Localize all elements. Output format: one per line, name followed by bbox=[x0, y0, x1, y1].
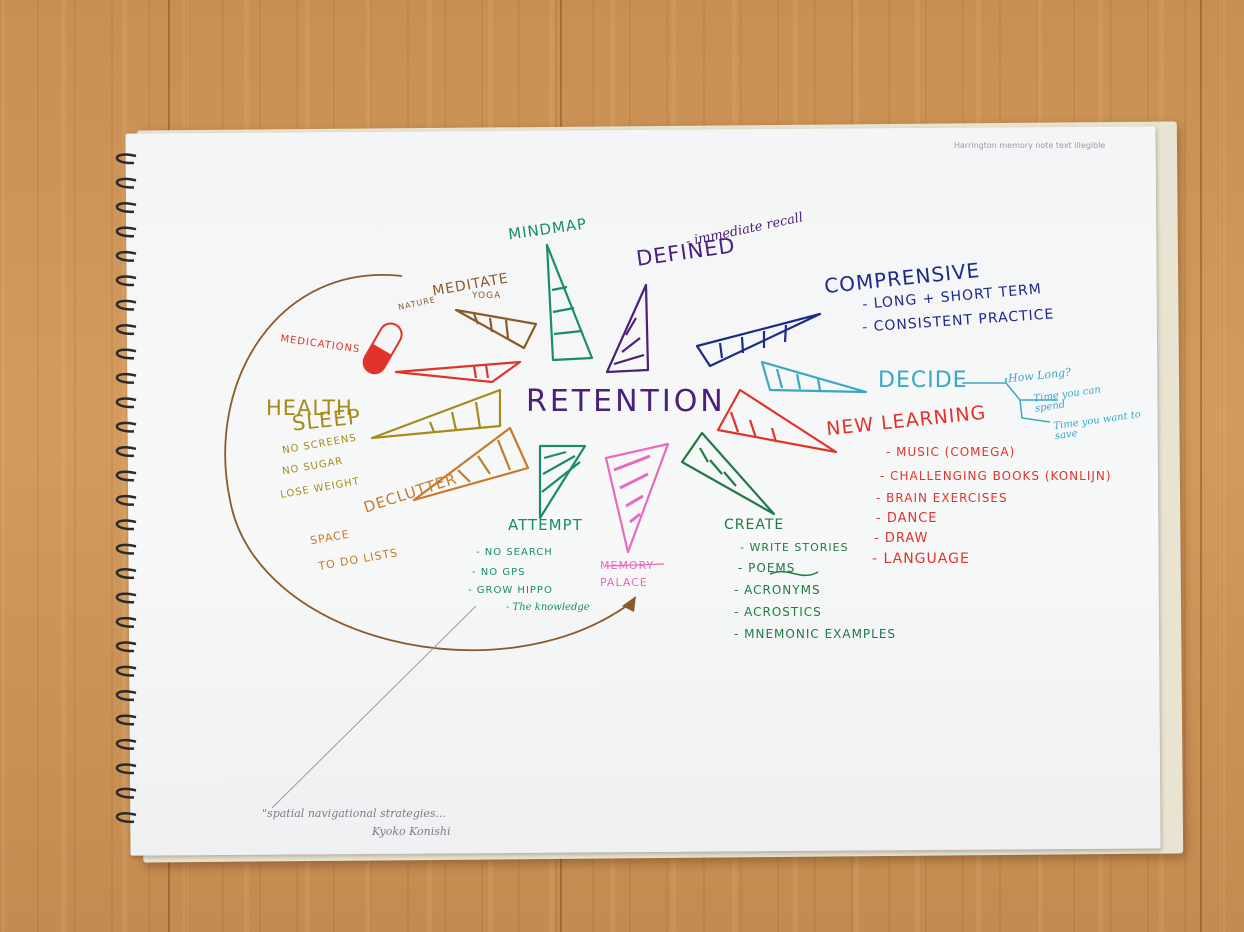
pencil-note-line2: Kyoko Konishi bbox=[372, 825, 451, 838]
spiral-ring bbox=[115, 665, 137, 677]
memory-palace-underline bbox=[605, 563, 665, 567]
attempt-wedge bbox=[538, 444, 587, 520]
mindmap-wedge-hatch bbox=[551, 285, 583, 336]
spiral-ring bbox=[115, 568, 137, 580]
meditate-sub-yoga: YOGA bbox=[472, 291, 502, 301]
create-item: - WRITE STORIES bbox=[740, 541, 849, 554]
create-wedge bbox=[680, 431, 776, 516]
spiral-ring bbox=[115, 250, 137, 262]
mindmap-wedge bbox=[545, 243, 594, 362]
health-wedge-hatch bbox=[428, 401, 482, 433]
spiral-ring bbox=[115, 519, 137, 531]
spiral-binding bbox=[115, 153, 137, 824]
attempt-item: - GROW HIPPO bbox=[468, 585, 553, 596]
spiral-ring bbox=[115, 446, 137, 458]
pill-icon bbox=[362, 322, 403, 375]
new-learning-wedge bbox=[716, 388, 838, 454]
spiral-ring bbox=[115, 226, 137, 238]
spiral-ring bbox=[115, 494, 137, 506]
center-label-retention: RETENTION bbox=[526, 384, 726, 419]
attempt-wedge-hatch bbox=[541, 450, 581, 493]
new-learning-wedge-hatch bbox=[729, 411, 778, 443]
new-learning-item: - CHALLENGING BOOKS (KONLIJN) bbox=[880, 469, 1112, 483]
spiral-ring bbox=[115, 812, 137, 824]
spiral-ring bbox=[115, 470, 137, 482]
memory-palace-wedge bbox=[604, 442, 670, 554]
medications-wedge bbox=[394, 360, 522, 384]
spiral-ring bbox=[115, 738, 137, 750]
meditate-wedge-hatch bbox=[472, 313, 510, 339]
decide-wedge bbox=[760, 360, 868, 394]
attempt-label: ATTEMPT bbox=[508, 516, 583, 534]
create-item: - ACROSTICS bbox=[734, 605, 822, 619]
defined-wedge bbox=[605, 283, 650, 374]
memory-palace-label: MEMORY PALACE bbox=[600, 559, 655, 589]
health-wedge bbox=[370, 388, 502, 440]
curved-arrow bbox=[224, 273, 633, 652]
comprehensive-wedge-hatch bbox=[718, 324, 788, 359]
arrowhead-icon bbox=[622, 596, 636, 612]
create-item: - POEMS bbox=[738, 561, 796, 575]
medications-wedge-hatch bbox=[472, 364, 490, 379]
spiral-ring bbox=[115, 787, 137, 799]
spiral-ring bbox=[115, 690, 137, 702]
declutter-wedge-hatch bbox=[457, 439, 512, 483]
spiral-ring bbox=[115, 299, 137, 311]
memory-palace-wedge-hatch bbox=[613, 454, 651, 524]
spiral-ring bbox=[115, 177, 137, 189]
decide-wedge-hatch bbox=[775, 368, 822, 391]
spiral-ring bbox=[115, 324, 137, 336]
attempt-item: - The knowledge bbox=[506, 602, 590, 613]
poems-squiggle bbox=[769, 570, 819, 577]
declutter-wedge bbox=[412, 426, 530, 502]
spiral-ring bbox=[115, 275, 137, 287]
decide-connector bbox=[962, 378, 1058, 423]
spiral-ring bbox=[115, 202, 137, 214]
spiral-ring bbox=[115, 763, 137, 775]
new-learning-item: - BRAIN EXERCISES bbox=[876, 491, 1008, 505]
spiral-ring bbox=[115, 397, 137, 409]
plank-seam bbox=[1200, 0, 1202, 932]
meditate-wedge bbox=[454, 308, 538, 350]
corner-note: Harrington memory note text illegible bbox=[954, 141, 1106, 150]
new-learning-item: - MUSIC (COMEGA) bbox=[886, 445, 1016, 459]
spiral-ring bbox=[115, 348, 137, 360]
attempt-item: - NO GPS bbox=[472, 567, 526, 578]
new-learning-item: - DANCE bbox=[876, 511, 938, 526]
spiral-ring bbox=[115, 543, 137, 555]
comprehensive-wedge bbox=[695, 312, 822, 368]
new-learning-item: - DRAW bbox=[874, 531, 929, 546]
defined-wedge-hatch bbox=[613, 317, 645, 366]
new-learning-item: - LANGUAGE bbox=[872, 551, 970, 567]
pencil-line bbox=[271, 605, 477, 809]
decide-label: DECIDE bbox=[878, 368, 968, 393]
create-label: CREATE bbox=[724, 517, 785, 533]
pencil-note-line1: "spatial navigational strategies... bbox=[262, 807, 447, 820]
spiral-ring bbox=[115, 592, 137, 604]
spiral-ring bbox=[115, 714, 137, 726]
health-label: HEALTH bbox=[266, 396, 353, 420]
spiral-ring bbox=[115, 372, 137, 384]
spiral-ring bbox=[115, 641, 137, 653]
spiral-ring bbox=[115, 421, 137, 433]
create-wedge-hatch bbox=[699, 447, 737, 487]
create-item: - ACRONYMS bbox=[734, 583, 821, 597]
spiral-ring bbox=[115, 616, 137, 628]
create-item: - MNEMONIC EXAMPLES bbox=[734, 627, 897, 641]
spiral-ring bbox=[115, 153, 137, 165]
attempt-item: - NO SEARCH bbox=[476, 547, 553, 558]
